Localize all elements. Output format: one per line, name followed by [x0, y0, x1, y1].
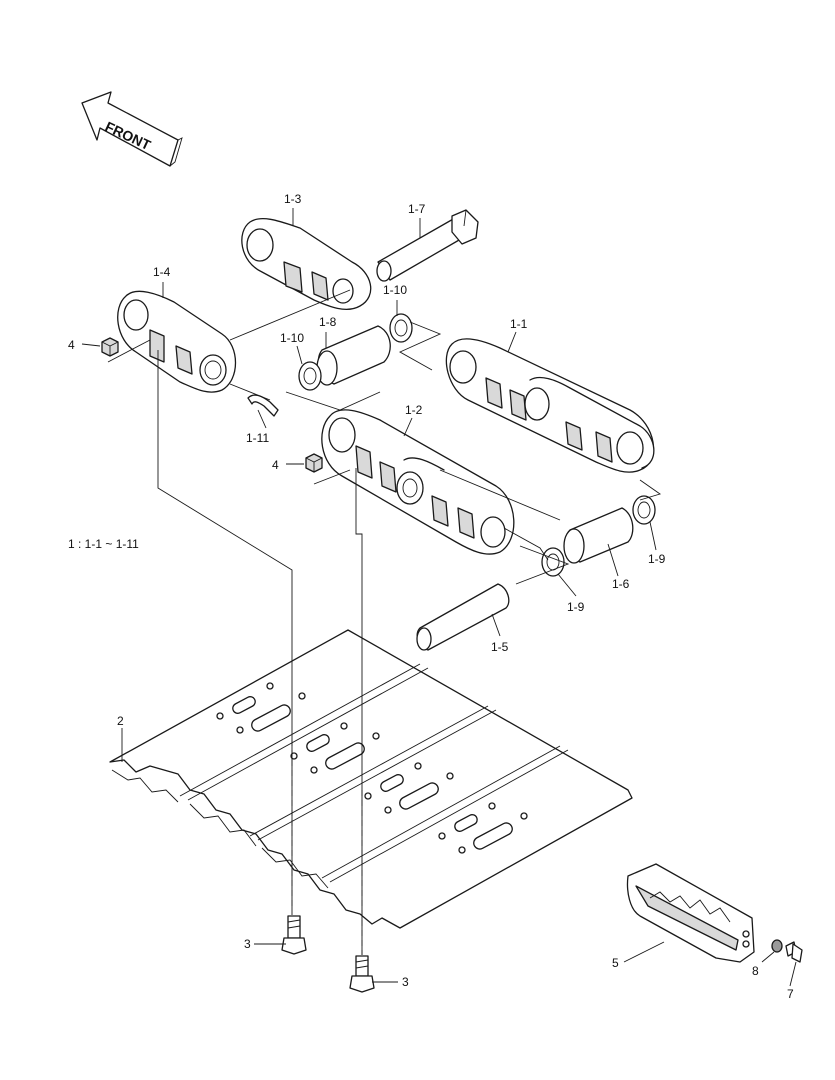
- legend-assembly-range: 1 : 1-1 ~ 1-11: [68, 537, 139, 551]
- label-1-5: 1-5: [491, 640, 509, 654]
- track-link-1-1: [445, 338, 655, 473]
- label-5: 5: [612, 956, 619, 970]
- track-link-1-3: [241, 218, 372, 310]
- label-1-2: 1-2: [405, 403, 423, 417]
- label-1-3: 1-3: [284, 192, 302, 206]
- clip-1-11: [247, 394, 279, 417]
- label-1-6: 1-6: [612, 577, 630, 591]
- nut-4-upper: [101, 337, 119, 357]
- pin-1-5: [416, 583, 510, 651]
- label-1-11: 1-11: [246, 431, 269, 445]
- leader-lines: [81, 208, 797, 987]
- label-4-lower: 4: [272, 458, 279, 472]
- label-1-8: 1-8: [319, 315, 337, 329]
- front-arrow: FRONT: [81, 91, 183, 167]
- seal-1-9-left: [541, 547, 565, 577]
- seal-1-10-left: [298, 361, 322, 391]
- bushing-1-8: [316, 325, 391, 386]
- part-labels: 1-3 1-7 1-4 1-10 1-8 1-10 1-1 4 1-2 1-11…: [68, 192, 794, 1001]
- guard-bracket-5: [626, 863, 755, 963]
- bushing-1-6: [563, 507, 634, 564]
- label-3-left: 3: [244, 937, 251, 951]
- label-2: 2: [117, 714, 124, 728]
- label-3-right: 3: [402, 975, 409, 989]
- bolt-7: [785, 941, 803, 963]
- seal-1-10-right: [389, 313, 413, 343]
- label-1-9-right: 1-9: [648, 552, 666, 566]
- label-1-9-left: 1-9: [567, 600, 585, 614]
- label-1-1: 1-1: [510, 317, 528, 331]
- bolt-3-right: [349, 955, 375, 993]
- track-link-1-4: [117, 290, 236, 393]
- label-4-upper: 4: [68, 338, 75, 352]
- washer-8: [771, 939, 783, 953]
- label-1-10-left: 1-10: [280, 331, 304, 345]
- bolt-3-left: [281, 915, 307, 955]
- seal-1-9-right: [632, 495, 656, 525]
- track-shoe-plates-2: [109, 629, 633, 929]
- nut-4-lower: [305, 453, 323, 473]
- label-1-7: 1-7: [408, 202, 426, 216]
- master-pin-1-7: [376, 209, 479, 282]
- label-7: 7: [787, 987, 794, 1001]
- label-1-4: 1-4: [153, 265, 171, 279]
- label-1-10-top: 1-10: [383, 283, 407, 297]
- track-link-1-2: [321, 409, 515, 555]
- label-8: 8: [752, 964, 759, 978]
